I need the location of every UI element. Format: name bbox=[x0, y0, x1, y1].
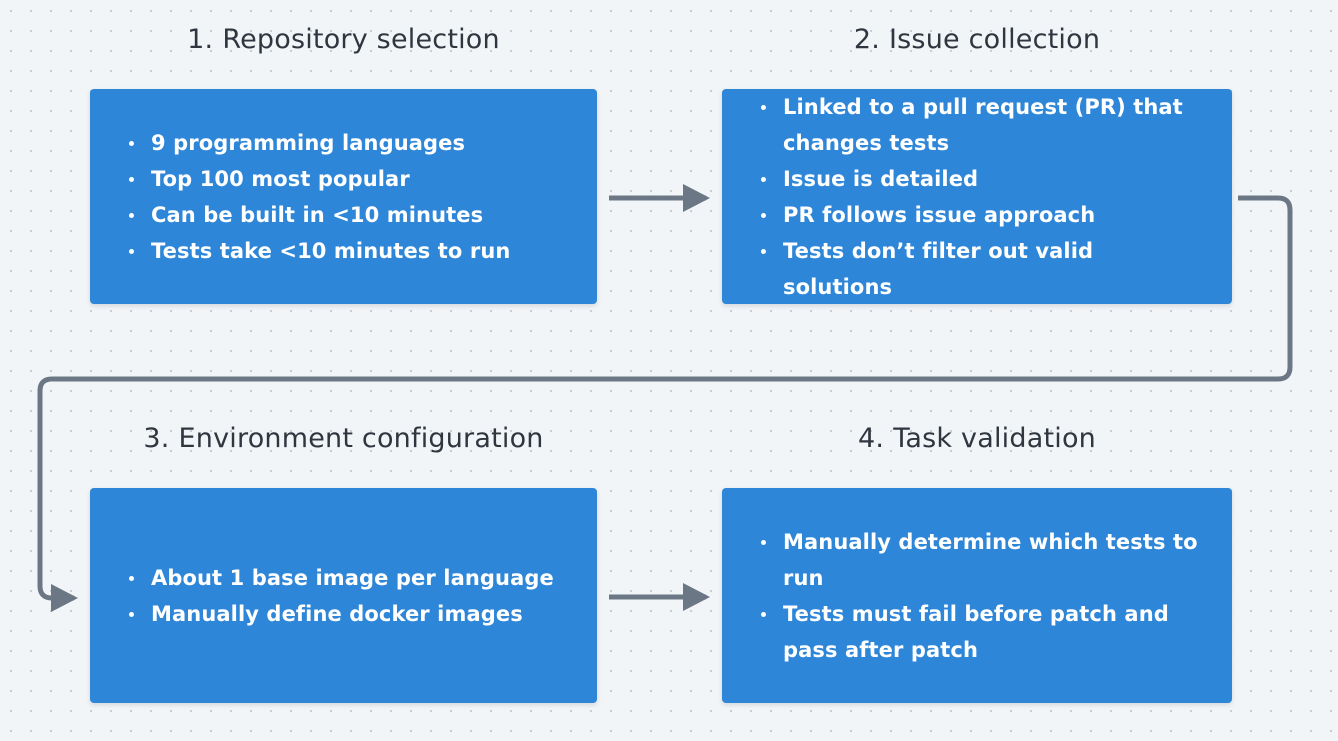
list-item: Top 100 most popular bbox=[120, 161, 567, 197]
stage-title-text-2: Issue collection bbox=[889, 24, 1101, 55]
stage-card-1: 9 programming languages Top 100 most pop… bbox=[90, 89, 597, 304]
list-item: Issue is detailed bbox=[752, 161, 1202, 197]
list-item: Can be built in <10 minutes bbox=[120, 197, 567, 233]
list-item: Linked to a pull request (PR) that chang… bbox=[752, 89, 1202, 161]
list-item: Tests must fail before patch and pass af… bbox=[752, 596, 1202, 668]
stage-title-4: 4. Task validation bbox=[722, 423, 1232, 454]
stage-title-text-4: Task validation bbox=[893, 423, 1096, 454]
stage-bullet-list-2: Linked to a pull request (PR) that chang… bbox=[752, 89, 1202, 305]
stage-card-4: Manually determine which tests to run Te… bbox=[722, 488, 1232, 703]
list-item: Tests take <10 minutes to run bbox=[120, 233, 567, 269]
stage-bullet-list-4: Manually determine which tests to run Te… bbox=[752, 524, 1202, 668]
list-item: 9 programming languages bbox=[120, 125, 567, 161]
stage-title-3: 3. Environment configuration bbox=[90, 423, 597, 454]
stage-title-text-1: Repository selection bbox=[222, 24, 500, 55]
list-item: Manually define docker images bbox=[120, 596, 567, 632]
stage-number-3: 3. bbox=[143, 423, 170, 454]
list-item: About 1 base image per language bbox=[120, 560, 567, 596]
stage-number-1: 1. bbox=[187, 24, 214, 55]
stage-bullet-list-1: 9 programming languages Top 100 most pop… bbox=[120, 125, 567, 269]
list-item: Manually determine which tests to run bbox=[752, 524, 1202, 596]
stage-card-3: About 1 base image per language Manually… bbox=[90, 488, 597, 703]
stage-bullet-list-3: About 1 base image per language Manually… bbox=[120, 560, 567, 632]
list-item: Tests don’t filter out valid solutions bbox=[752, 233, 1202, 305]
stage-title-text-3: Environment configuration bbox=[178, 423, 544, 454]
stage-card-2: Linked to a pull request (PR) that chang… bbox=[722, 89, 1232, 304]
stage-title-1: 1. Repository selection bbox=[90, 24, 597, 55]
stage-number-4: 4. bbox=[858, 423, 885, 454]
stage-number-2: 2. bbox=[853, 24, 880, 55]
stage-title-2: 2. Issue collection bbox=[722, 24, 1232, 55]
list-item: PR follows issue approach bbox=[752, 197, 1202, 233]
